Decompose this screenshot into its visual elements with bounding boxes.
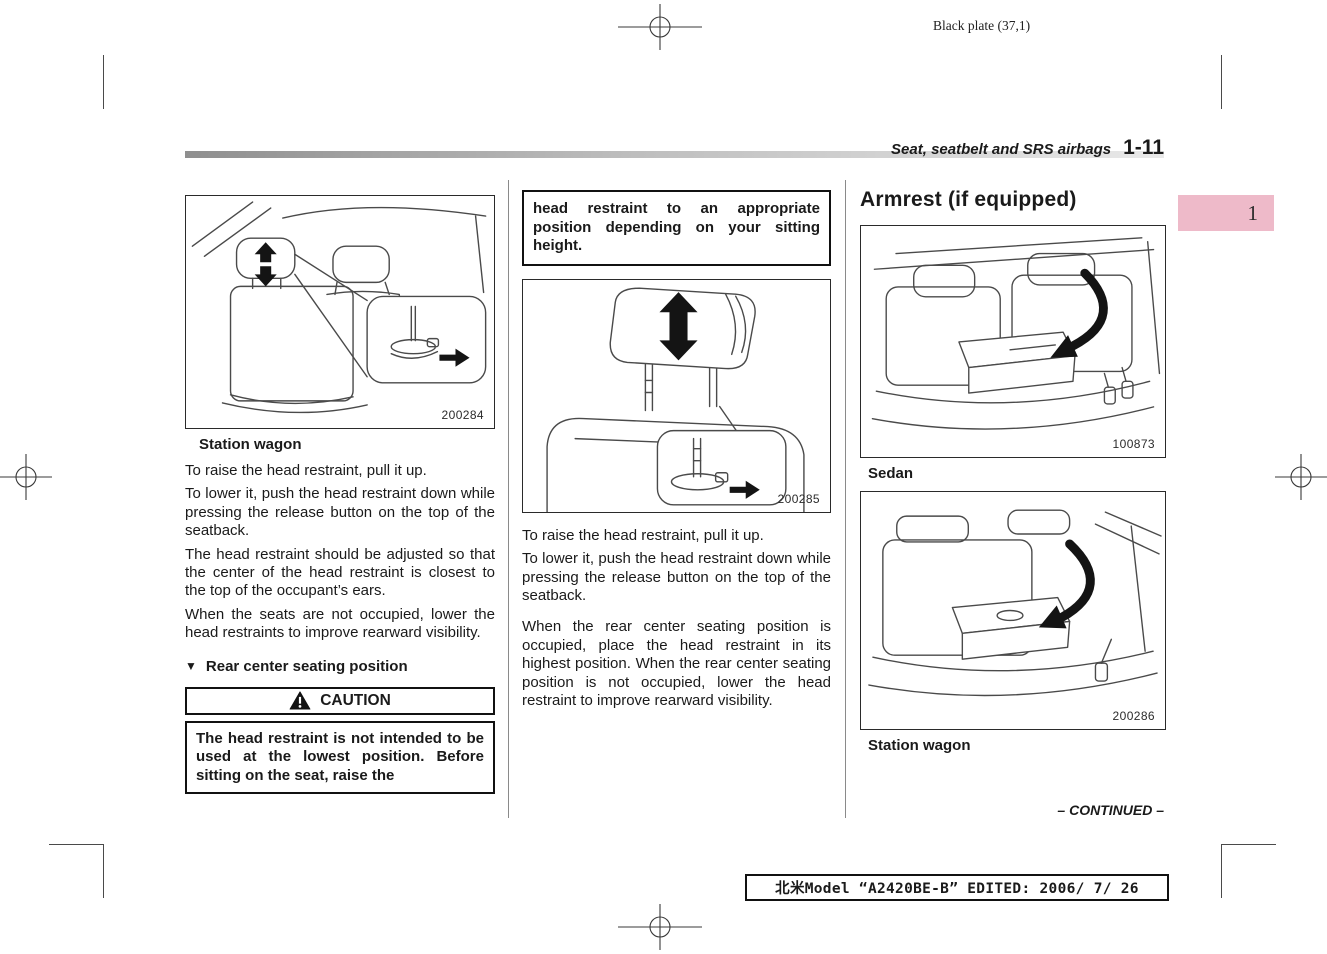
trim-mark-bottom-left bbox=[103, 844, 104, 898]
page-header: Seat, seatbelt and SRS airbags 1-11 bbox=[891, 136, 1164, 160]
column-middle: head restraint to an appropriate positio… bbox=[522, 180, 831, 715]
rear-center-subheading: ▼ Rear center seating position bbox=[185, 658, 495, 675]
body-paragraph: When the rear center seating position is… bbox=[522, 618, 831, 710]
body-paragraph: To lower it, push the head restraint dow… bbox=[185, 485, 495, 540]
figure-caption: Station wagon bbox=[199, 436, 302, 453]
trim-mark-bottom-right-h bbox=[1222, 844, 1276, 845]
header-section-title: Seat, seatbelt and SRS airbags bbox=[891, 141, 1112, 158]
trim-mark-top-left bbox=[103, 55, 104, 109]
subheading-text: Rear center seating position bbox=[205, 657, 408, 675]
figure-caption: Sedan bbox=[868, 465, 914, 482]
figure-number: 200285 bbox=[777, 491, 820, 506]
column-divider-left bbox=[508, 180, 509, 818]
figure-number: 100873 bbox=[1112, 437, 1155, 451]
plate-note: Black plate (37,1) bbox=[933, 18, 1031, 33]
continued-sentence-box: head restraint to an appropriate positio… bbox=[522, 190, 831, 266]
header-page-number: 1-11 bbox=[1123, 136, 1164, 159]
warning-triangle-icon bbox=[289, 691, 311, 710]
chapter-tab-label: 1 bbox=[1247, 200, 1259, 225]
caution-body-box: The head restraint is not intended to be… bbox=[185, 720, 495, 795]
figure-armrest-sedan: 100873 bbox=[860, 225, 1166, 458]
figure-number: 200284 bbox=[441, 408, 484, 422]
column-left: 200284 Station wagon To raise the head r… bbox=[185, 180, 495, 795]
figure-headrest-station-wagon: 200284 bbox=[185, 195, 495, 429]
header-rule bbox=[185, 151, 1164, 158]
continued-label: – CONTINUED – bbox=[1057, 802, 1164, 818]
caution-title: CAUTION bbox=[320, 691, 391, 709]
trim-mark-bottom-left-h bbox=[49, 844, 103, 845]
wagon-armrest-illustration bbox=[868, 509, 1162, 697]
headrest-adjustment-illustration bbox=[191, 201, 487, 414]
body-paragraph: To lower it, push the head restraint dow… bbox=[522, 550, 831, 604]
subheading-marker-icon: ▼ bbox=[185, 659, 197, 674]
crop-mark-left-middle bbox=[0, 454, 52, 500]
sedan-armrest-illustration bbox=[871, 237, 1161, 430]
edit-info-box: 北米Model “A2420BE-B” EDITED: 2006/ 7/ 26 bbox=[745, 874, 1169, 901]
armrest-section-heading: Armrest (if equipped) bbox=[860, 188, 1077, 211]
figure-headrest-closeup: 200285 bbox=[522, 278, 831, 513]
figure-caption: Station wagon bbox=[868, 737, 971, 754]
column-right: Armrest (if equipped) bbox=[860, 180, 1166, 818]
body-paragraph: To raise the head restraint, pull it up. bbox=[185, 462, 427, 479]
body-paragraph: The head restraint should be adjusted so… bbox=[185, 545, 495, 600]
figure-number: 200286 bbox=[1112, 709, 1155, 723]
crop-mark-top-center bbox=[618, 4, 702, 50]
body-paragraph: When the seats are not occupied, lower t… bbox=[185, 605, 495, 642]
chapter-tab: 1 bbox=[1178, 195, 1274, 231]
crop-mark-right-middle bbox=[1275, 454, 1327, 500]
body-paragraph: To raise the head restraint, pull it up. bbox=[522, 526, 764, 544]
column-divider-right bbox=[845, 180, 846, 818]
caution-header-box: CAUTION bbox=[185, 686, 495, 715]
figure-armrest-wagon: 200286 bbox=[860, 491, 1166, 730]
trim-mark-bottom-right bbox=[1221, 844, 1222, 898]
crop-mark-bottom-center bbox=[618, 904, 702, 950]
headrest-release-button-illustration bbox=[546, 287, 805, 512]
edit-info-text: 北米Model “A2420BE-B” EDITED: 2006/ 7/ 26 bbox=[775, 881, 1139, 897]
trim-mark-top-right bbox=[1221, 55, 1222, 109]
